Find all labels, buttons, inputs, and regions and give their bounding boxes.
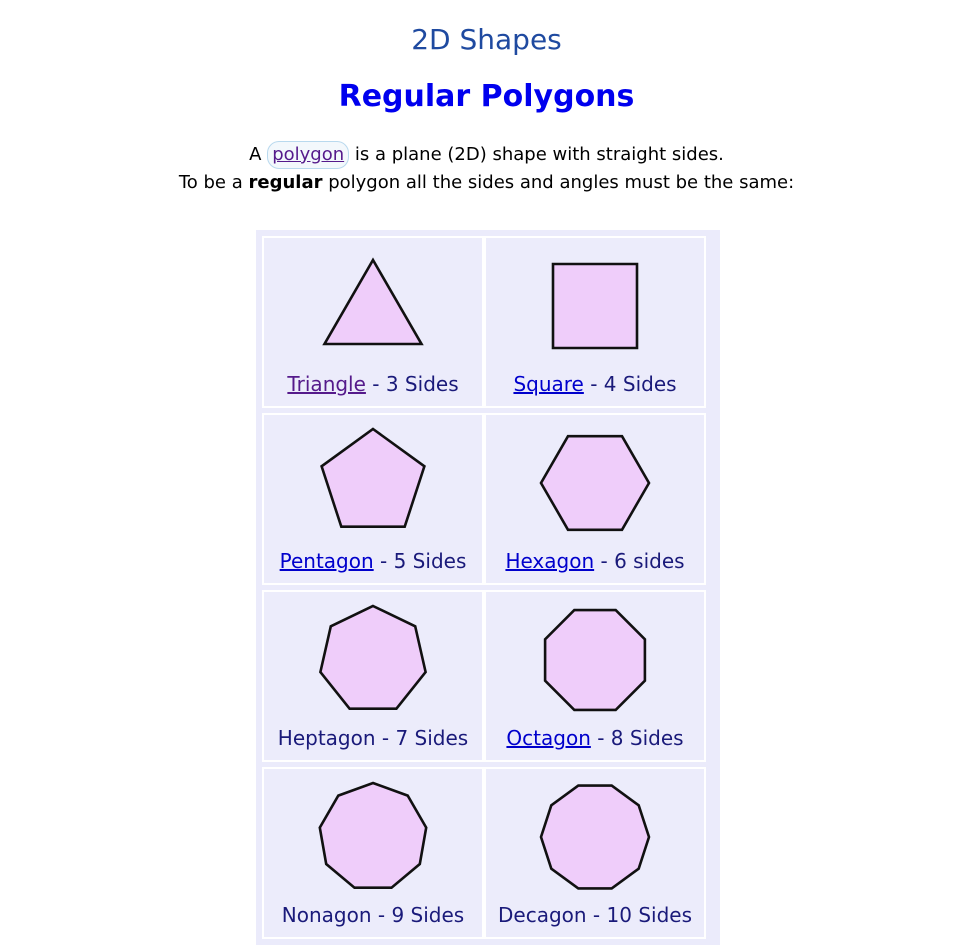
intro-line-2-suffix: polygon all the sides and angles must be… [328,172,795,193]
triangle-link[interactable]: Triangle [287,372,366,396]
polygon-cell-hexagon: Hexagon - 6 sides [484,413,706,585]
octagon-icon [543,608,647,712]
intro-line-1: A polygon is a plane (2D) shape with str… [0,141,973,169]
octagon-icon-shape [543,608,647,712]
polygon-label: Nonagon - 9 Sides [264,901,482,929]
square-link[interactable]: Square [513,372,584,396]
polygon-label: Triangle - 3 Sides [264,370,482,398]
triangle-icon-shape [322,257,424,346]
side-count: - 9 Sides [371,903,465,927]
polygon-label: Hexagon - 6 sides [486,547,704,575]
polygon-cell-pentagon: Pentagon - 5 Sides [262,413,484,585]
heptagon-icon [318,604,428,710]
polygon-cell-decagon: Decagon - 10 Sides [484,767,706,939]
hexagon-icon-shape [539,434,651,532]
polygon-cell-heptagon: Heptagon - 7 Sides [262,590,484,762]
pentagon-link[interactable]: Pentagon [279,549,374,573]
polygon-cell-triangle: Triangle - 3 Sides [262,236,484,408]
intro-line-1-prefix: A [249,144,262,165]
side-count: - 3 Sides [365,372,459,396]
hexagon-icon [539,434,651,532]
square-icon-shape [551,262,639,350]
side-count: - 10 Sides [586,903,692,927]
page-title: Regular Polygons [338,79,635,114]
polygon-cell-square: Square - 4 Sides [484,236,706,408]
side-count: - 4 Sides [583,372,677,396]
polygon-label: Heptagon - 7 Sides [264,724,482,752]
intro-line-1-suffix: is a plane (2D) shape with straight side… [354,144,724,165]
nonagon-icon [318,781,428,889]
intro-text: A polygon is a plane (2D) shape with str… [0,141,973,197]
triangle-icon [322,257,424,346]
pentagon-icon [320,427,426,528]
polygon-label: Square - 4 Sides [486,370,704,398]
side-count: - 5 Sides [373,549,467,573]
side-count: - 8 Sides [590,726,684,750]
intro-line-2-bold: regular [248,172,323,193]
decagon-icon [539,784,651,890]
decagon-icon-shape [539,784,651,890]
page-section-title: 2D Shapes [411,23,562,56]
side-count: - 6 sides [594,549,685,573]
polygon-label: Octagon - 8 Sides [486,724,704,752]
pentagon-icon-shape [320,427,426,528]
polygon-cell-octagon: Octagon - 8 Sides [484,590,706,762]
nonagon-name: Nonagon [281,903,372,927]
intro-line-2-prefix: To be a [178,172,243,193]
polygon-label: Decagon - 10 Sides [486,901,704,929]
side-count: - 7 Sides [375,726,469,750]
heptagon-name: Heptagon [277,726,376,750]
hexagon-link[interactable]: Hexagon [505,549,595,573]
nonagon-icon-shape [318,781,428,889]
square-icon [551,262,639,350]
decagon-name: Decagon [498,903,587,927]
polygon-cell-nonagon: Nonagon - 9 Sides [262,767,484,939]
polygon-label: Pentagon - 5 Sides [264,547,482,575]
intro-line-2: To be a regular polygon all the sides an… [0,169,973,197]
heptagon-icon-shape [318,604,428,710]
polygon-link[interactable]: polygon [267,141,350,169]
octagon-link[interactable]: Octagon [506,726,591,750]
